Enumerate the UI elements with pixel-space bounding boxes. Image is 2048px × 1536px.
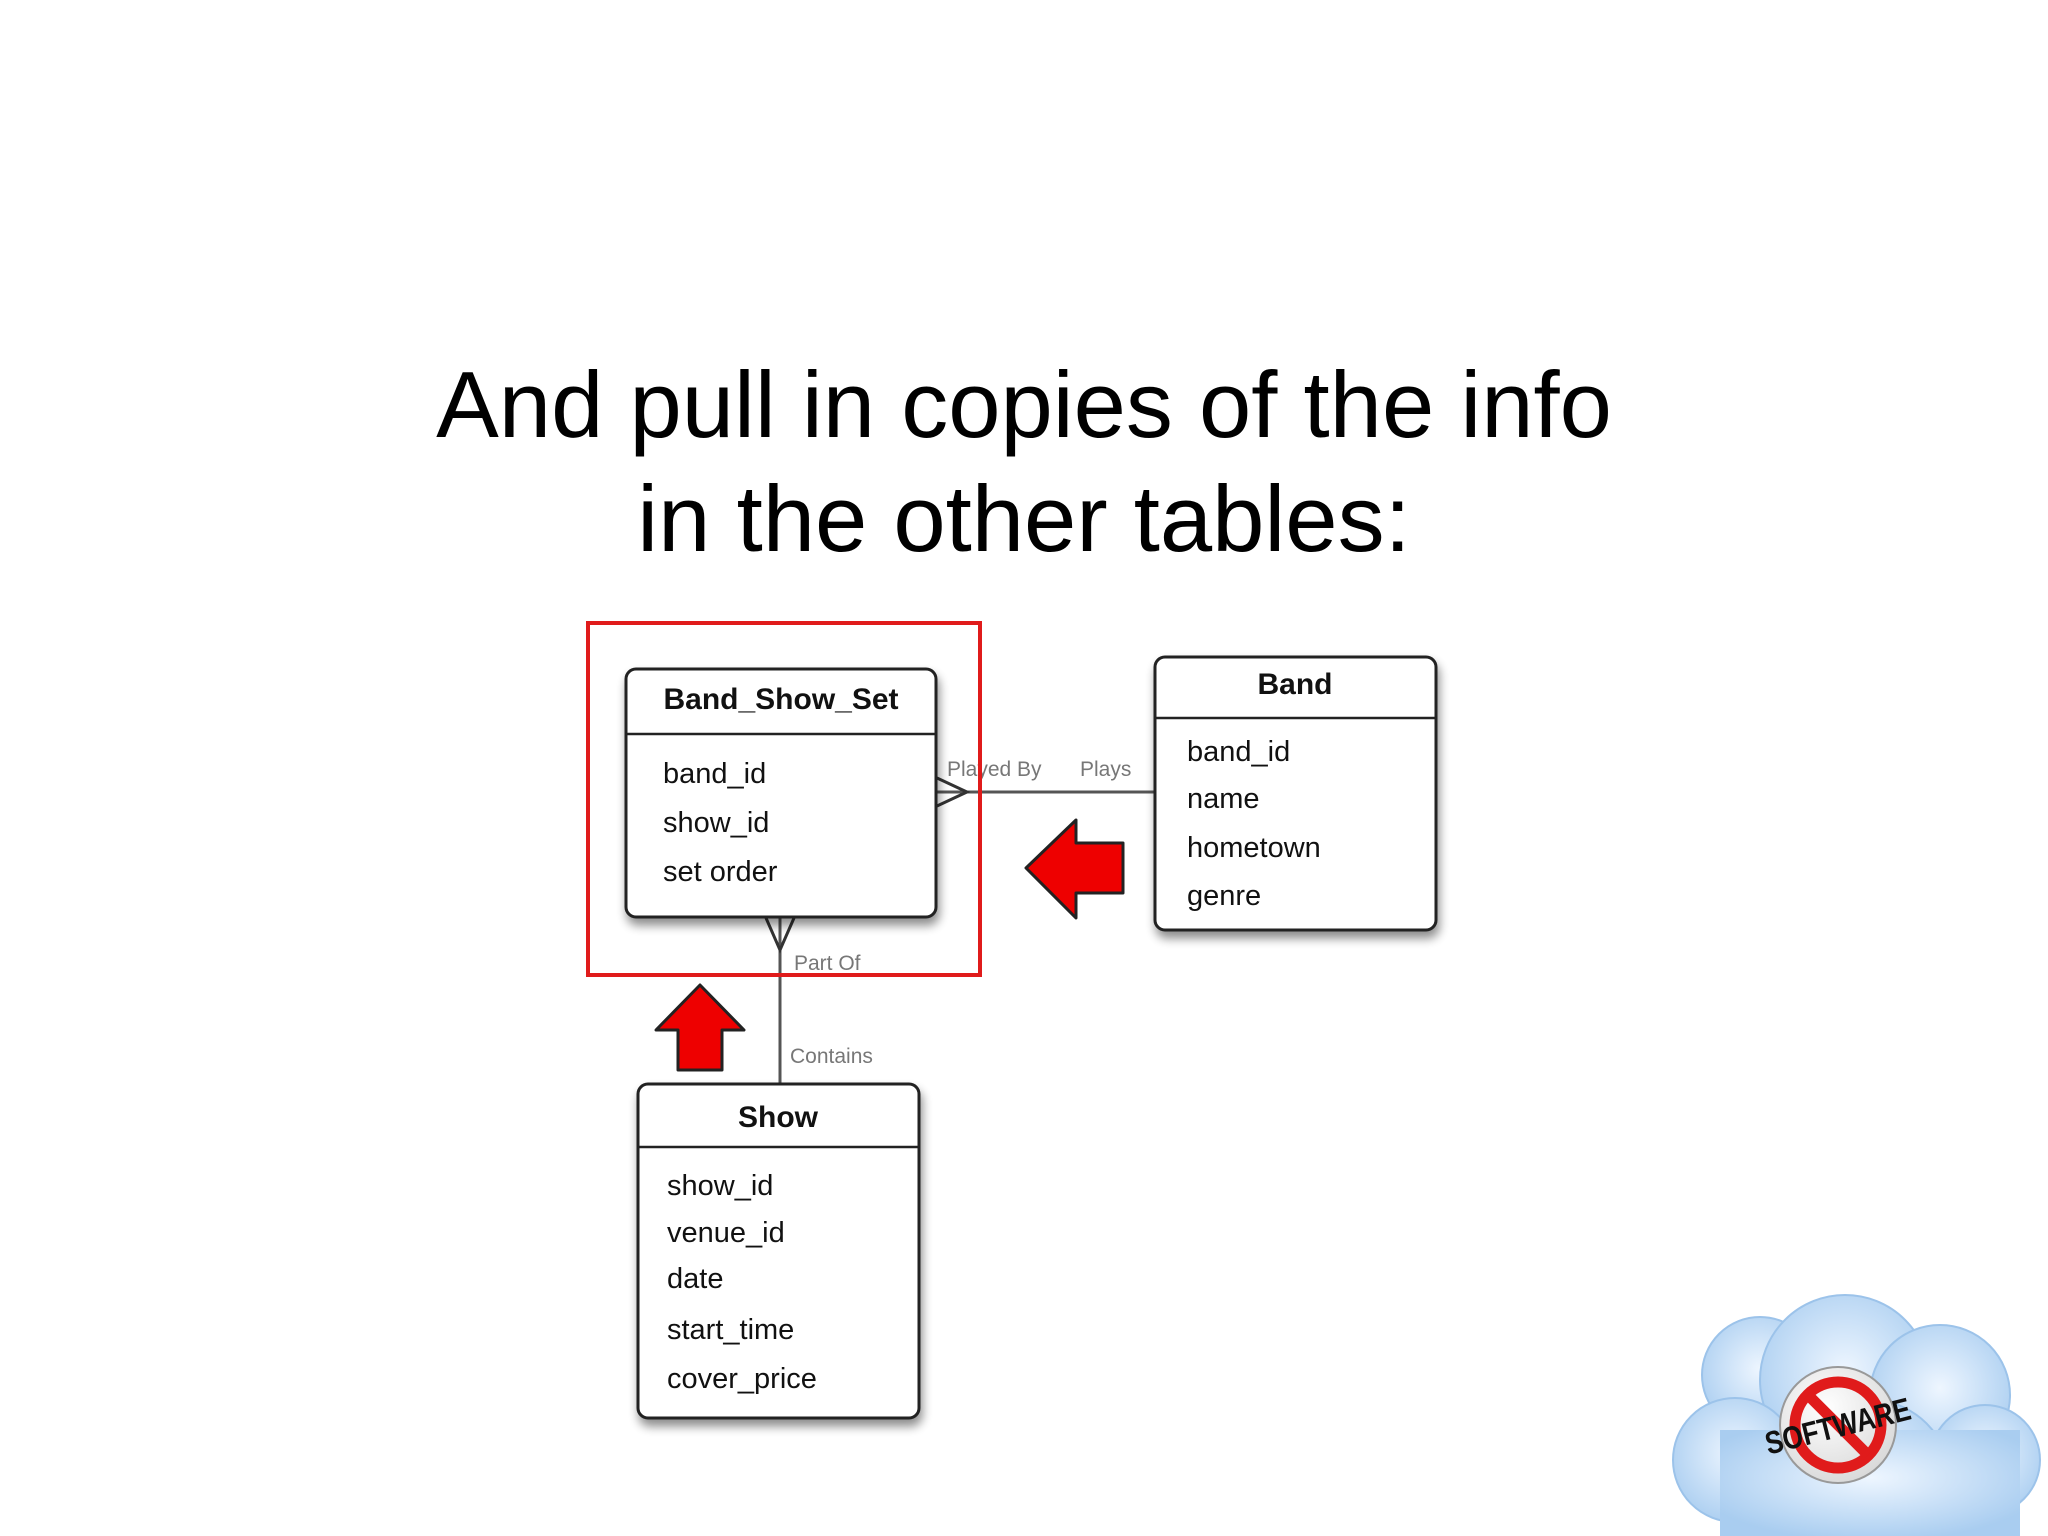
entity-band-show-set: Band_Show_Set band_id show_id set order [624, 667, 938, 919]
arrow-up-icon [654, 983, 746, 1072]
field-band-hometown: hometown [1187, 832, 1321, 864]
highlight-box [586, 621, 982, 977]
field-band-show-set-set-order: set order [663, 856, 778, 888]
field-band-band-id: band_id [1187, 736, 1290, 768]
entity-band: Band band_id name hometown genre [1153, 655, 1438, 932]
crowfoot-show-set [764, 917, 796, 954]
rel-label-contains: Contains [790, 1045, 873, 1068]
crowfoot-band-set [936, 776, 971, 808]
rel-label-part-of: Part Of [794, 952, 861, 975]
field-show-venue-id: venue_id [667, 1217, 785, 1249]
no-symbol-icon: SOFTWARE [1762, 1366, 1914, 1484]
entity-show: Show show_id venue_id date start_time co… [636, 1082, 921, 1420]
entity-title-show: Show [738, 1101, 819, 1134]
connector-show-set: Part Of Contains [764, 917, 873, 1084]
field-band-genre: genre [1187, 880, 1261, 912]
field-band-show-set-show-id: show_id [663, 807, 769, 839]
connector-band-set: Played By Plays [936, 758, 1155, 808]
no-software-cloud-logo: SOFTWARE [1672, 1294, 2041, 1536]
arrow-left-icon [1024, 818, 1125, 920]
entity-title-band-show-set: Band_Show_Set [663, 683, 898, 716]
entity-title-band: Band [1258, 668, 1333, 701]
rel-label-played-by: Played By [947, 758, 1042, 781]
field-band-name: name [1187, 783, 1260, 815]
field-show-date: date [667, 1263, 723, 1295]
slide-title-line-1: And pull in copies of the info [436, 352, 1612, 457]
field-band-show-set-band-id: band_id [663, 758, 766, 790]
rel-label-plays: Plays [1080, 758, 1131, 781]
field-show-cover-price: cover_price [667, 1363, 817, 1395]
field-show-start-time: start_time [667, 1314, 794, 1346]
slide-title-line-2: in the other tables: [637, 466, 1411, 571]
slide-title: And pull in copies of the info in the ot… [0, 348, 2048, 576]
field-show-show-id: show_id [667, 1170, 773, 1202]
